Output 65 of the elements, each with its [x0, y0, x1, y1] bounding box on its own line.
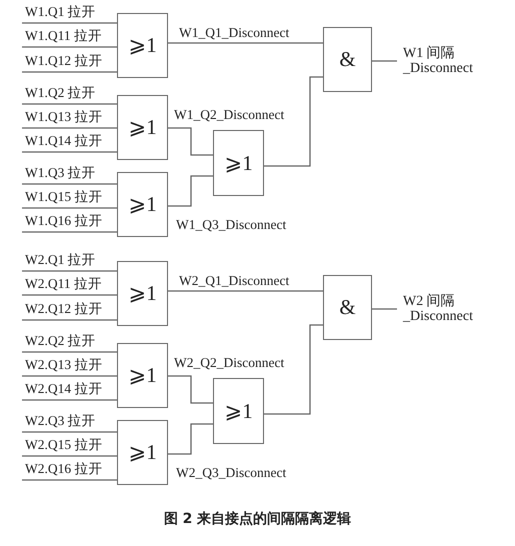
connector-line	[372, 60, 397, 62]
connector-line	[22, 151, 117, 153]
connector-line	[22, 479, 117, 481]
connector-line	[22, 22, 117, 24]
input-label: W1.Q12 拉开	[22, 52, 116, 70]
connector-line	[372, 308, 397, 310]
connector-line	[22, 270, 117, 272]
logic-gate: ⩾1	[117, 420, 168, 485]
connector-line	[22, 46, 117, 48]
input-label: W1.Q14 拉开	[22, 132, 116, 150]
connector-line	[168, 175, 213, 207]
connector-line	[22, 294, 117, 296]
connector-line	[22, 127, 117, 129]
connector-line	[168, 127, 213, 156]
input-label: W1.Q11 拉开	[22, 27, 116, 45]
connector-line	[264, 324, 323, 415]
connector-line	[168, 375, 213, 404]
edge-label: W1_Q3_Disconnect	[175, 217, 288, 232]
input-label: W2.Q12 拉开	[22, 300, 116, 318]
logic-gate: &	[323, 275, 372, 340]
connector-line	[22, 183, 117, 185]
input-label: W2.Q2 拉开	[22, 332, 116, 350]
input-label: W2.Q3 拉开	[22, 412, 116, 430]
input-label: W1.Q15 拉开	[22, 188, 116, 206]
input-label: W2.Q1 拉开	[22, 251, 116, 269]
input-label: W1.Q2 拉开	[22, 84, 116, 102]
input-label: W1.Q1 拉开	[22, 3, 116, 21]
edge-label: W2_Q3_Disconnect	[175, 465, 288, 480]
logic-gate: ⩾1	[117, 95, 168, 160]
input-label: W2.Q14 拉开	[22, 380, 116, 398]
logic-gate: ⩾1	[117, 261, 168, 326]
connector-line	[22, 103, 117, 105]
connector-line	[168, 290, 323, 292]
logic-gate: ⩾1	[213, 378, 264, 444]
connector-line	[22, 431, 117, 433]
edge-label: W2_Q1_Disconnect	[178, 273, 290, 288]
connector-line	[168, 423, 213, 455]
connector-line	[22, 351, 117, 353]
output-label: W1 间隔 _Disconnect	[397, 46, 497, 76]
logic-gate: ⩾1	[117, 172, 168, 237]
output-label: W2 间隔 _Disconnect	[397, 294, 497, 324]
input-label: W1.Q3 拉开	[22, 164, 116, 182]
edge-label: W2_Q2_Disconnect	[173, 355, 286, 370]
connector-line	[22, 399, 117, 401]
connector-line	[168, 42, 323, 44]
connector-line	[22, 231, 117, 233]
input-label: W2.Q13 拉开	[22, 356, 116, 374]
edge-label: W1_Q2_Disconnect	[173, 107, 286, 122]
logic-gate: ⩾1	[213, 130, 264, 196]
figure-caption: 图 2 来自接点的间隔隔离逻辑	[164, 511, 352, 527]
edge-label: W1_Q1_Disconnect	[178, 25, 290, 40]
connector-line	[22, 319, 117, 321]
input-label: W2.Q15 拉开	[22, 436, 116, 454]
connector-line	[264, 76, 323, 167]
connector-line	[22, 71, 117, 73]
connector-line	[22, 207, 117, 209]
input-label: W2.Q11 拉开	[22, 275, 116, 293]
logic-gate: &	[323, 27, 372, 92]
logic-gate: ⩾1	[117, 343, 168, 408]
input-label: W1.Q16 拉开	[22, 212, 116, 230]
connector-line	[22, 375, 117, 377]
connector-line	[22, 455, 117, 457]
input-label: W1.Q13 拉开	[22, 108, 116, 126]
logic-gate: ⩾1	[117, 13, 168, 78]
input-label: W2.Q16 拉开	[22, 460, 116, 478]
